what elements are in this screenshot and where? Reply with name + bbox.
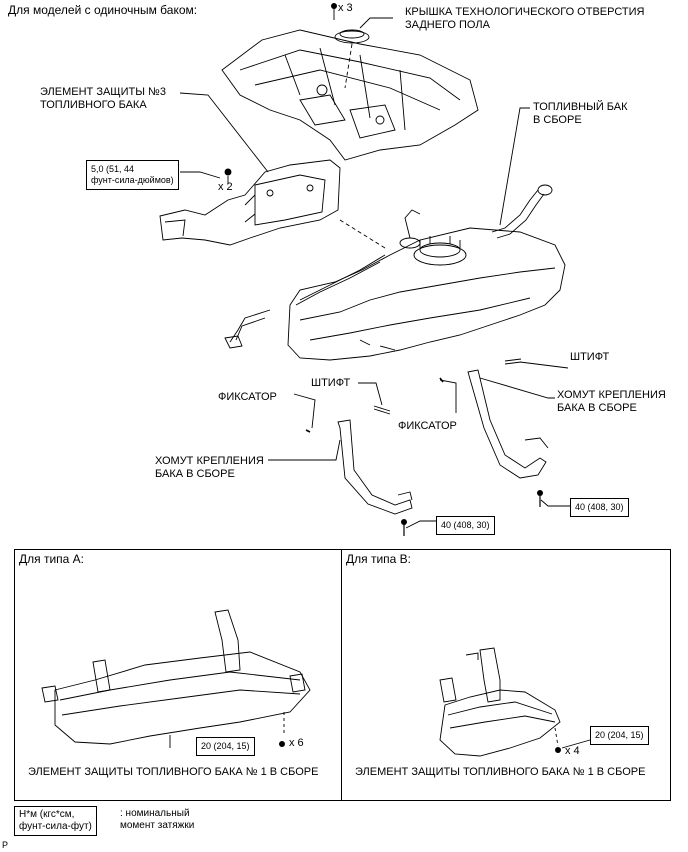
type-a-panel: Для типа A: (14, 549, 342, 801)
type-b-protector-drawing (439, 647, 561, 757)
type-b-caption: ЭЛЕМЕНТ ЗАЩИТЫ ТОПЛИВНОГО БАКА № 1 В СБО… (355, 766, 646, 778)
rear-floor-panel (221, 29, 479, 161)
torque-unit-line2: фунт-сила-фут) (19, 821, 92, 832)
bolt-heads (331, 3, 543, 525)
torque-unit-legend-box: Н*м (кгс*см, фунт-сила-фут) (14, 806, 97, 836)
type-a-torque-value: 20 (204, 15) (201, 741, 250, 751)
torque-unit-line1: Н*м (кгс*см, (19, 809, 75, 820)
right-pin (504, 358, 522, 365)
clip-right-label: ФИКСАТОР (398, 420, 457, 432)
band-left-label-line2: БАКА В СБОРЕ (155, 468, 235, 480)
band-right-torque-box: 40 (408, 30) (570, 498, 629, 517)
footer-code: P (2, 840, 9, 850)
legend-meaning-line2: момент затяжки (120, 820, 195, 831)
band-left-torque-box: 40 (408, 30) (436, 516, 495, 535)
legend-meaning-line1: : номинальный (120, 808, 190, 819)
right-tank-band (467, 369, 549, 479)
fuel-tank-protector-3 (159, 159, 341, 246)
left-pin (373, 405, 391, 415)
band-right-label-line1: ХОМУТ КРЕПЛЕНИЯ (557, 389, 666, 401)
band-left-torque-value: 40 (408, 30) (441, 520, 490, 530)
fuel-tank-label-line2: В СБОРЕ (533, 114, 582, 126)
type-b-bolt-count: x 4 (565, 745, 580, 757)
protector-3-torque-line1: 5,0 (51, 44 (91, 164, 135, 174)
left-tank-band (337, 419, 413, 515)
protector-3-torque-box: 5,0 (51, 44 фунт-сила-дюймов) (86, 160, 179, 190)
pin-right-label: ШТИФТ (570, 351, 610, 363)
type-a-torque-box: 20 (204, 15) (196, 737, 255, 756)
single-tank-heading: Для моделей с одиночным баком: (8, 3, 198, 17)
fuel-tank-label-line1: ТОПЛИВНЫЙ БАК (533, 101, 628, 113)
fuel-tank (224, 184, 566, 361)
floor-hole-cover (333, 8, 370, 44)
protector-3-torque-line2: фунт-сила-дюймов) (91, 175, 174, 185)
band-left-label-line1: ХОМУТ КРЕПЛЕНИЯ (155, 455, 264, 467)
type-a-bolt-count: x 6 (289, 737, 304, 749)
floor-hole-cover-label-line2: ЗАДНЕГО ПОЛА (405, 19, 490, 31)
floor-hole-cover-label-line1: КРЫШКА ТЕХНОЛОГИЧЕСКОГО ОТВЕРСТИЯ (405, 6, 645, 18)
protector-bolt-count: x 2 (218, 181, 233, 193)
band-right-label-line2: БАКА В СБОРЕ (557, 402, 637, 414)
type-b-title: Для типа B: (346, 552, 412, 566)
type-b-torque-box: 20 (204, 15) (590, 726, 649, 745)
protector-3-label-line1: ЭЛЕМЕНТ ЗАЩИТЫ №3 (40, 86, 166, 98)
type-a-title: Для типа A: (19, 552, 85, 566)
cover-clip-count: x 3 (338, 2, 353, 14)
pin-left-label: ШТИФТ (311, 377, 351, 389)
type-a-caption: ЭЛЕМЕНТ ЗАЩИТЫ ТОПЛИВНОГО БАКА № 1 В СБО… (28, 766, 319, 778)
band-right-torque-value: 40 (408, 30) (575, 502, 624, 512)
protector-3-label-line2: ТОПЛИВНОГО БАКА (40, 99, 147, 111)
type-b-panel: Для типа B: (341, 549, 671, 801)
type-b-torque-value: 20 (204, 15) (595, 730, 644, 740)
clip-left-label: ФИКСАТОР (218, 391, 277, 403)
